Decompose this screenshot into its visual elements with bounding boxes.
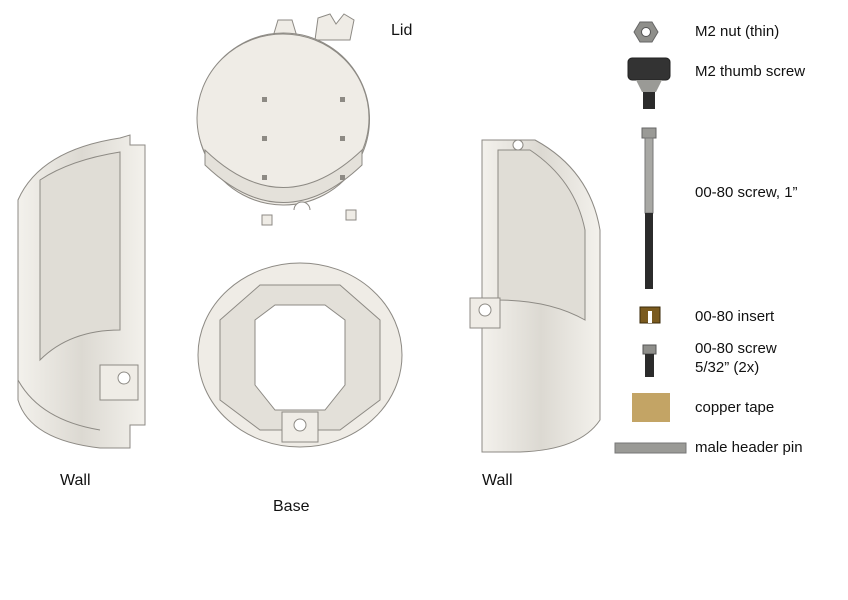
m2-nut-label: M2 nut (thin) bbox=[695, 23, 780, 40]
base-label: Base bbox=[273, 498, 310, 515]
thumb-screw-icon bbox=[627, 57, 671, 109]
copper-tape-icon bbox=[632, 393, 670, 422]
header-pin-icon bbox=[614, 442, 687, 454]
hex-nut-icon bbox=[633, 21, 659, 43]
copper-tape-label: copper tape bbox=[695, 399, 775, 416]
insert-label: 00-80 insert bbox=[695, 308, 775, 325]
wall-right-label: Wall bbox=[482, 472, 513, 489]
lid-label: Lid bbox=[391, 22, 413, 39]
short-screw-icon bbox=[642, 344, 657, 377]
short-screw-size-label: 5/32” (2x) bbox=[695, 359, 760, 376]
base-part bbox=[197, 262, 403, 448]
short-screw-label: 00-80 screw bbox=[695, 340, 777, 357]
long-screw-label: 00-80 screw, 1” bbox=[695, 184, 798, 201]
header-pin-label: male header pin bbox=[695, 439, 803, 456]
long-screw-icon bbox=[641, 127, 657, 289]
wall-right-part bbox=[469, 139, 601, 453]
wall-left-label: Wall bbox=[60, 472, 91, 489]
wall-left-part bbox=[17, 134, 146, 449]
lid-part bbox=[196, 13, 370, 226]
m2-thumb-screw-label: M2 thumb screw bbox=[695, 63, 806, 80]
insert-icon bbox=[639, 306, 661, 324]
